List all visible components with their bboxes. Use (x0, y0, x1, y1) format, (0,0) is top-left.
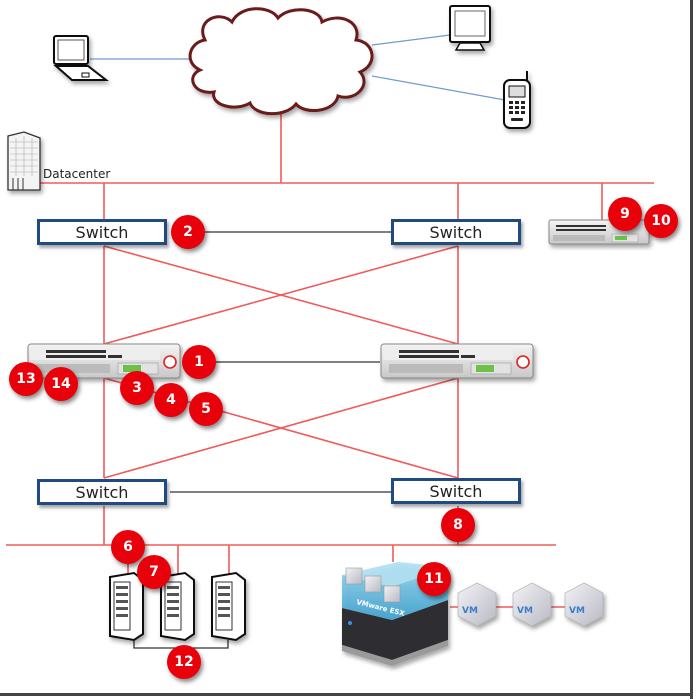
esx-vm-cubes (345, 567, 401, 603)
esx-vm-cube-2 (364, 575, 382, 593)
vm-cube-2: VM (512, 582, 552, 627)
badge-12: 12 (167, 645, 201, 679)
switch-bottom-left: Switch (37, 479, 167, 505)
mobile-phone-icon (503, 71, 531, 129)
esx-vm-cube-1 (345, 567, 363, 585)
badge-5: 5 (189, 392, 223, 426)
badge-10: 10 (644, 204, 678, 238)
internet-cloud-icon (188, 7, 374, 116)
badge-7: 7 (137, 555, 171, 589)
vm-label-2: VM (517, 606, 533, 616)
switch-top-right: Switch (391, 219, 521, 245)
datacenter-building-icon (7, 131, 41, 191)
desktop-monitor-icon (449, 5, 491, 51)
switch-top-left: Switch (37, 219, 167, 245)
vm-label-1: VM (462, 606, 478, 616)
cross-f5-right-to-switch-bl (103, 377, 459, 479)
laptop-icon (53, 35, 109, 81)
badge-2: 2 (171, 215, 205, 249)
badge-1: 1 (182, 345, 216, 379)
frame-border-right (690, 0, 693, 699)
f5-load-balancer-secondary (380, 343, 534, 379)
badge-8: 8 (441, 508, 475, 542)
monitor-link (371, 34, 451, 46)
vm-cube-1: VM (457, 582, 497, 627)
datacenter-label: Datacenter (43, 167, 111, 181)
badge-14: 14 (44, 367, 78, 401)
badge-4: 4 (154, 383, 188, 417)
frame-border-bottom (0, 693, 693, 696)
phone-link (371, 75, 506, 101)
badge-11: 11 (417, 562, 451, 596)
badge-3: 3 (120, 371, 154, 405)
esx-vm-cube-3 (383, 585, 401, 603)
badge-6: 6 (111, 530, 145, 564)
physical-server-1 (109, 571, 144, 642)
badge-13: 13 (9, 362, 43, 396)
physical-server-3 (211, 571, 246, 642)
physical-server-2 (160, 571, 195, 642)
vm-cube-3: VM (564, 582, 604, 627)
badge-9: 9 (608, 197, 642, 231)
vm-label-3: VM (569, 606, 585, 616)
switch-bottom-right: Switch (391, 478, 521, 504)
cross-tr-to-f5-left (103, 245, 459, 345)
